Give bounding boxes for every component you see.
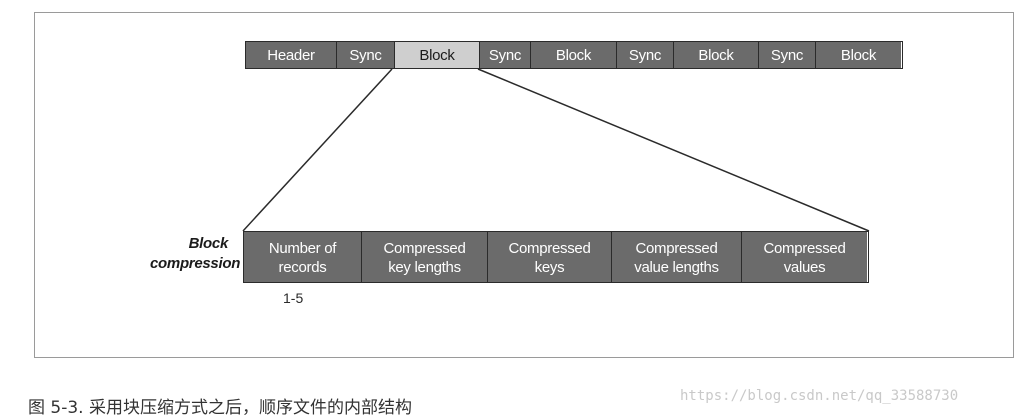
sequence-file-bar: Header Sync Block Sync Block Sync Block … — [245, 41, 903, 69]
block-compression-label: Block compression — [150, 235, 241, 272]
segment-block: Block — [816, 42, 901, 68]
segment-block: Block — [531, 42, 617, 68]
segment-sync: Sync — [337, 42, 395, 68]
segment-compressed-keys: Compressed keys — [488, 232, 612, 282]
segment-sync: Sync — [480, 42, 531, 68]
segment-number-of-records: Number of records — [244, 232, 362, 282]
records-range-label: 1-5 — [283, 290, 304, 306]
segment-compressed-values: Compressed values — [742, 232, 867, 282]
segment-block-highlighted: Block — [395, 42, 480, 68]
watermark: https://blog.csdn.net/qq_33588730 — [680, 388, 959, 404]
segment-compressed-value-lengths: Compressed value lengths — [612, 232, 742, 282]
segment-sync: Sync — [617, 42, 674, 68]
segment-sync: Sync — [759, 42, 816, 68]
figure-caption: 图 5-3. 采用块压缩方式之后，顺序文件的内部结构 — [28, 398, 412, 418]
block-compression-bar: Number of records Compressed key lengths… — [243, 231, 869, 283]
segment-header: Header — [246, 42, 337, 68]
segment-block: Block — [674, 42, 759, 68]
segment-compressed-key-lengths: Compressed key lengths — [362, 232, 488, 282]
